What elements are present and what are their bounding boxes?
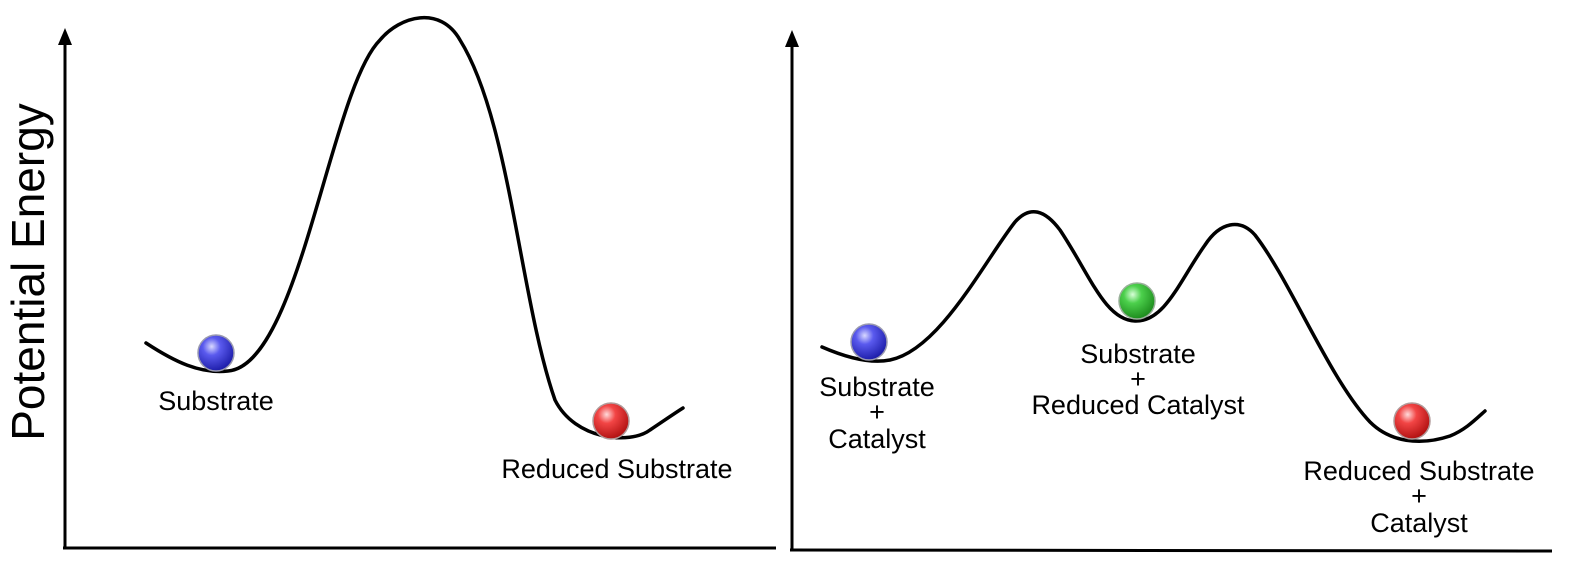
right-label-intermediate-line3: Reduced Catalyst [1031,390,1245,420]
left-reduced-substrate-ball [592,402,630,440]
right-label-intermediate-line1: Substrate [1080,339,1196,369]
right-label-end: Reduced Substrate + Catalyst [1303,456,1534,538]
right-label-start-line2: + [869,397,885,427]
left-panel-axes [58,28,776,550]
right-panel-axes [785,30,1553,553]
right-energy-curve [820,210,1487,443]
right-label-start: Substrate + Catalyst [819,372,935,454]
right-substrate-ball [850,323,888,361]
right-label-end-line2: + [1411,481,1427,511]
right-label-end-line1: Reduced Substrate [1303,456,1534,486]
right-label-start-line1: Substrate [819,372,935,402]
right-reduced-substrate-ball [1393,402,1431,440]
left-label-reduced-substrate: Reduced Substrate [501,454,732,484]
right-x-axis [789,548,1553,553]
y-axis-label: Potential Energy [2,103,54,441]
left-label-substrate: Substrate [158,386,274,416]
left-substrate-ball [197,334,235,372]
right-label-end-line3: Catalyst [1370,508,1468,538]
right-label-start-line3: Catalyst [828,424,926,454]
left-y-axis-arrow [58,28,72,45]
right-label-intermediate: Substrate + Reduced Catalyst [1031,339,1245,420]
right-y-axis-arrow [785,30,799,47]
right-label-intermediate-line2: + [1130,364,1146,394]
right-intermediate-ball [1118,282,1156,320]
left-energy-curve [144,15,685,440]
